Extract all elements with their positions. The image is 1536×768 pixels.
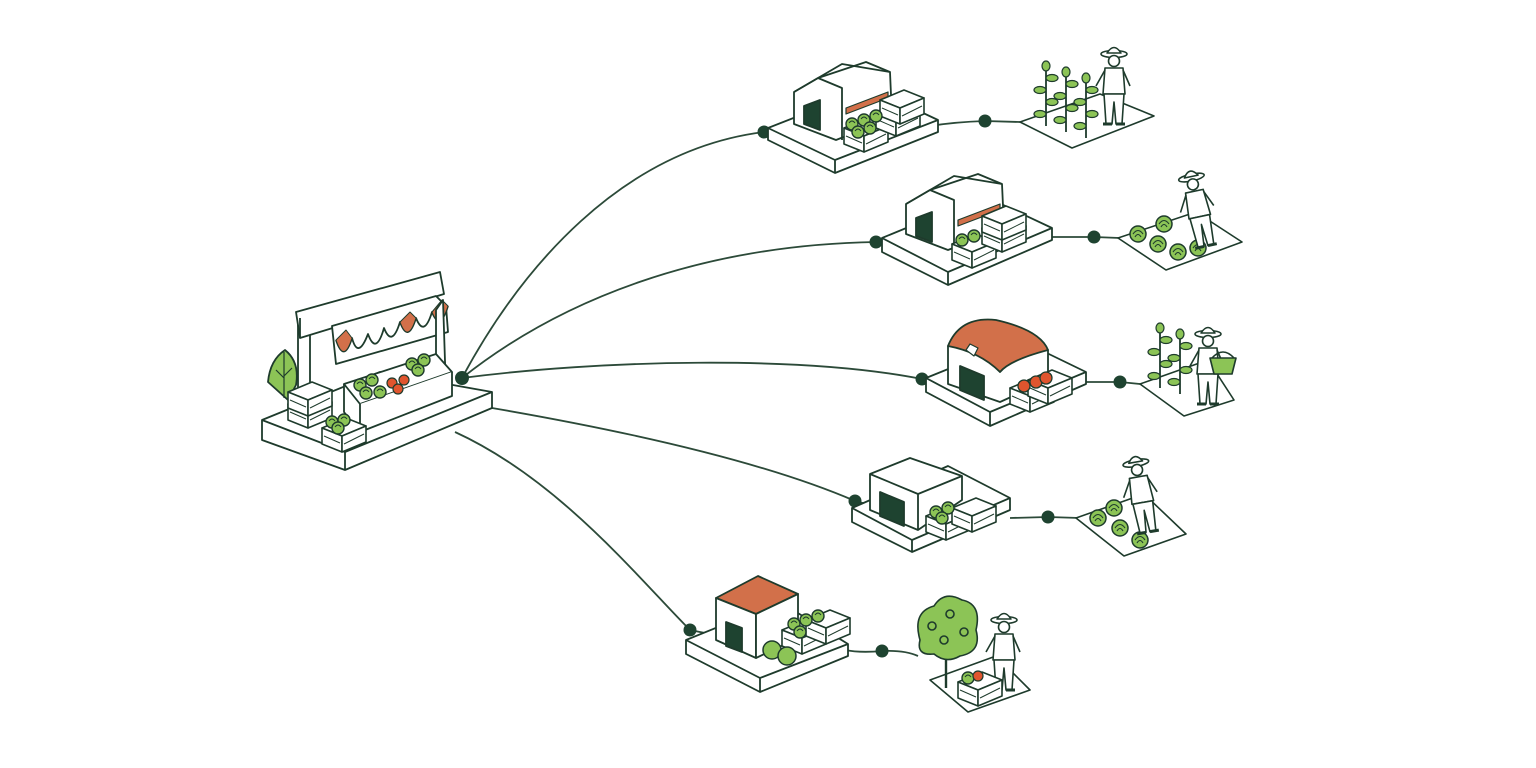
farmer-picking-fruit-tree-icon xyxy=(917,595,1031,713)
farmer-harvesting-cabbage-icon xyxy=(1075,452,1187,557)
node-farm-5 xyxy=(875,644,889,658)
node-farm-3 xyxy=(1113,375,1127,389)
node-warehouse-4 xyxy=(848,494,862,508)
barn-warehouse-icon xyxy=(881,173,1053,286)
farmer-picking-lettuce-icon xyxy=(1117,166,1243,271)
farmer-tending-vines-icon xyxy=(1019,46,1155,149)
connection-line-2-farm xyxy=(1050,236,1121,239)
farm-shed-icon xyxy=(685,575,851,693)
connection-line-3 xyxy=(461,361,936,381)
farmer-with-basket-icon xyxy=(1139,322,1237,417)
market-stall-icon xyxy=(261,271,493,471)
barn-warehouse-icon xyxy=(767,61,939,174)
flat-roof-warehouse-icon xyxy=(851,457,1011,553)
connection-line-2 xyxy=(461,241,890,379)
connection-line-5 xyxy=(454,431,706,634)
node-warehouse-2 xyxy=(869,235,883,249)
node-hub xyxy=(455,371,469,385)
connection-line-1 xyxy=(461,129,791,379)
connection-line-4 xyxy=(491,407,871,506)
node-farm-2 xyxy=(1087,230,1101,244)
connection-line-1-farm xyxy=(929,120,1021,127)
connection-line-3-farm xyxy=(1080,381,1141,385)
connection-lines xyxy=(454,120,1141,657)
node-warehouse-5 xyxy=(683,623,697,637)
node-farm-4 xyxy=(1041,510,1055,524)
node-farm-1 xyxy=(978,114,992,128)
greenhouse-barn-icon xyxy=(925,318,1087,427)
